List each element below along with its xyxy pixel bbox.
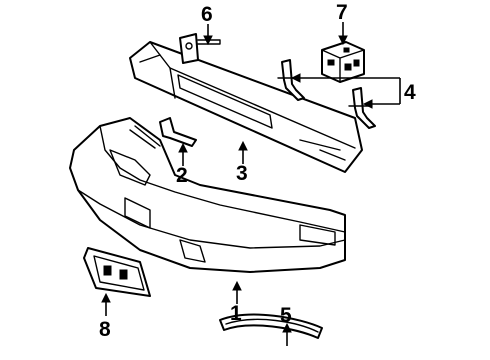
bumper-molding [219, 313, 323, 339]
leader-lines [101, 22, 401, 346]
callout-2: 2 [176, 164, 188, 187]
callout-8: 8 [99, 318, 111, 341]
upper-bracket [179, 33, 221, 64]
bumper-cover [69, 117, 346, 273]
license-plate-bracket [83, 247, 151, 297]
callout-4: 4 [404, 81, 416, 104]
callout-6: 6 [201, 3, 213, 26]
mounting-bracket [321, 41, 365, 83]
reinforcement-beam [129, 41, 363, 173]
callout-5: 5 [280, 304, 292, 327]
callout-3: 3 [236, 162, 248, 185]
energy-absorber-bracket [159, 117, 197, 147]
callout-1: 1 [230, 302, 242, 325]
callout-7: 7 [336, 1, 348, 24]
